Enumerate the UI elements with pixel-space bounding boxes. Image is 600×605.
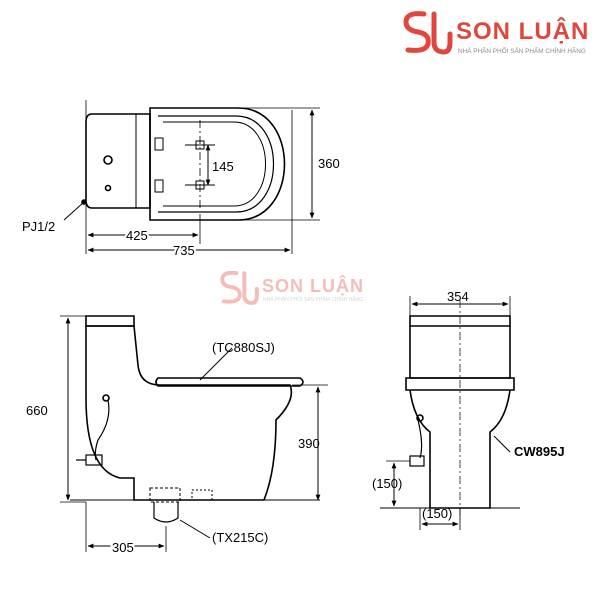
dim-305-label: 305	[112, 540, 134, 555]
dim-390-label: 390	[298, 436, 320, 451]
supply-hose	[94, 399, 110, 461]
dim-145-label: 145	[212, 159, 234, 174]
tank-lid	[85, 315, 135, 327]
front-seat	[405, 377, 515, 391]
hinge-top	[154, 137, 164, 151]
bowl-outline	[149, 107, 286, 221]
dim-735-label: 735	[173, 243, 195, 258]
watermark-tagline: NHÀ PHÂN PHỐI SẢN PHẨM CHÍNH HÃNG	[263, 297, 364, 303]
dim-425-label: 425	[126, 228, 148, 243]
tank-outline	[85, 113, 151, 209]
drain-fitting	[149, 487, 181, 503]
top-view	[63, 100, 320, 254]
pipe-label: PJ1/2	[22, 219, 55, 234]
logo-mark-icon	[403, 11, 453, 55]
watermark-name: SON LUẬN	[262, 276, 364, 296]
model-label: CW895J	[514, 444, 565, 459]
front-view	[380, 296, 520, 530]
watermark-mark-icon	[220, 270, 259, 305]
seat-label: (TC880SJ)	[212, 340, 275, 355]
dim-354-label: 354	[447, 289, 469, 304]
drain-label: (TX215C)	[212, 530, 268, 545]
dim-150-bottom-label: (150)	[422, 506, 452, 521]
watermark-logo: SON LUẬN NHÀ PHÂN PHỐI SẢN PHẨM CHÍNH HÃ…	[216, 268, 376, 308]
side-view	[60, 315, 328, 552]
dim-660-label: 660	[26, 403, 48, 418]
brand-tagline: NHÀ PHÂN PHỐI SẢN PHẨM CHÍNH HÃNG	[458, 48, 586, 55]
hinge-bottom	[154, 179, 164, 193]
dim-360-label: 360	[318, 156, 340, 171]
seat-lid	[155, 377, 304, 387]
flush-button	[103, 155, 113, 165]
brand-name: SON LUẬN	[456, 18, 590, 45]
brand-logo: SON LUẬN NHÀ PHÂN PHỐI SẢN PHẨM CHÍNH HÃ…	[398, 8, 598, 58]
dim-150-side-label: (150)	[372, 476, 402, 491]
side-body-outline	[85, 325, 293, 501]
